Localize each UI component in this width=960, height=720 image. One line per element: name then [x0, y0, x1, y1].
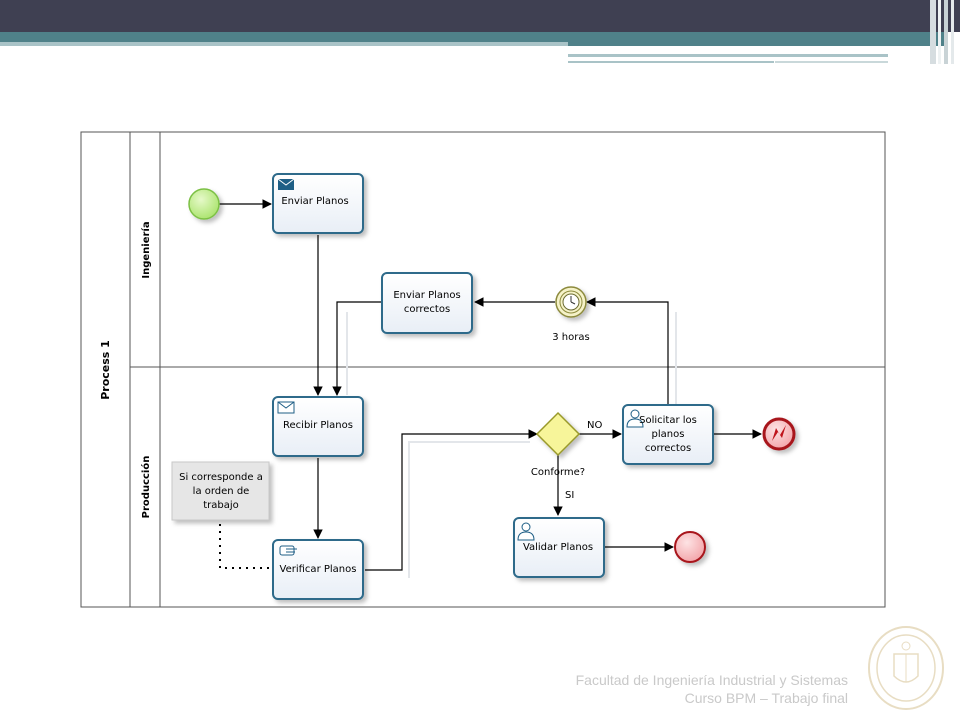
decor-line	[775, 61, 888, 63]
sequence-flows	[219, 199, 762, 571]
task-recibir-planos[interactable]: Recibir Planos	[272, 396, 364, 457]
header-accent-line-light	[0, 42, 568, 46]
gateway-conforme[interactable]	[535, 411, 581, 457]
task-solicitar-line-2: planos	[652, 429, 685, 440]
flow-no-label: NO	[587, 420, 602, 431]
task-validar-planos-label: Validar Planos	[523, 542, 593, 553]
flow-verificar-to-gateway	[365, 429, 538, 571]
task-solicitar-line-3: correctos	[645, 443, 691, 454]
lightning-icon	[772, 425, 786, 441]
task-enviar-planos-label: Enviar Planos	[281, 196, 348, 207]
decor-strip	[938, 0, 941, 64]
error-end-event[interactable]	[762, 417, 796, 451]
text-annotation[interactable]	[171, 461, 270, 521]
timer-event[interactable]	[555, 286, 587, 318]
user-icon	[517, 522, 535, 541]
task-enviar-correctos-line-2: correctos	[404, 304, 450, 315]
start-event[interactable]	[188, 188, 220, 220]
university-seal-icon	[868, 626, 944, 710]
envelope-filled-icon	[277, 178, 295, 190]
header-accent-line-dark	[568, 42, 945, 46]
annotation-line-3: trabajo	[203, 500, 239, 511]
user-icon	[626, 409, 644, 428]
decor-strip	[944, 0, 948, 64]
task-solicitar-line-1: Solicitar los	[639, 415, 697, 426]
annotation-line-2: la orden de	[193, 486, 250, 497]
header-accent-band	[0, 32, 945, 42]
task-enviar-correctos-line-1: Enviar Planos	[393, 290, 460, 301]
task-solicitar-planos[interactable]: Solicitar los planos correctos	[622, 404, 714, 465]
footer-line-2: Curso BPM – Trabajo final	[684, 690, 848, 706]
annotation-line-1: Si corresponde a	[179, 472, 263, 483]
task-enviar-planos[interactable]: Enviar Planos	[272, 173, 364, 234]
footer-line-1: Facultad de Ingeniería Industrial y Sist…	[575, 672, 848, 688]
pool-label: Process 1	[99, 340, 112, 400]
lane-label-produccion: Producción	[140, 456, 152, 519]
flow-correctos-to-recibir	[332, 301, 382, 396]
envelope-outline-icon	[277, 401, 295, 414]
timer-label: 3 horas	[552, 332, 589, 343]
decor-strip	[930, 0, 936, 64]
task-verificar-planos-label: Verificar Planos	[280, 564, 357, 575]
decor-line	[568, 54, 888, 57]
clock-icon	[559, 290, 583, 314]
task-validar-planos[interactable]: Validar Planos	[513, 517, 605, 578]
task-enviar-planos-correctos[interactable]: Enviar Planos correctos	[381, 272, 473, 334]
flow-solicitar-to-timer	[586, 297, 669, 405]
flow-si-label: SI	[565, 490, 574, 501]
task-verificar-planos[interactable]: Verificar Planos	[272, 539, 364, 600]
decor-line	[568, 61, 774, 63]
header-bar	[0, 0, 960, 32]
task-recibir-planos-label: Recibir Planos	[283, 420, 353, 431]
manual-task-icon	[279, 545, 297, 556]
gateway-label: Conforme?	[531, 467, 585, 478]
lane-label-ingenieria: Ingeniería	[140, 221, 152, 278]
decor-strip	[951, 0, 954, 64]
end-event[interactable]	[674, 531, 706, 563]
annotation-association	[219, 524, 272, 569]
